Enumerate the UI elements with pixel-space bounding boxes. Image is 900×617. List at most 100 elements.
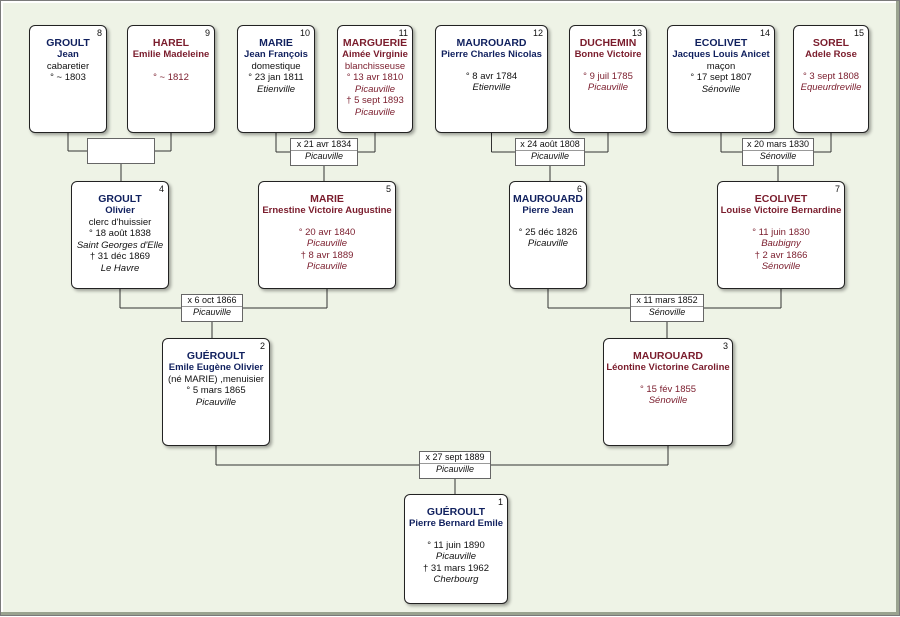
event-date: † 31 déc 1869 (89, 251, 151, 263)
event-date: ° 20 avr 1840 (298, 226, 356, 238)
person-detail: ° 17 sept 1807 (690, 72, 752, 84)
sosa-number: 9 (204, 28, 210, 38)
event-date: † 2 avr 1866 (754, 249, 808, 261)
marriage-place: Picauville (291, 150, 357, 162)
person-given-names: Aimée Virginie (342, 49, 408, 60)
person-detail: ° 23 jan 1811 (248, 72, 304, 84)
person-surname: GROULT (98, 193, 142, 205)
event-place: Baubigny (761, 238, 801, 250)
marriage-date: x 27 sept 1889 (425, 452, 485, 462)
person-given-names: Pierre Charles Nicolas (441, 49, 542, 60)
person-detail: cabaretier (46, 60, 90, 72)
event-place: Sénoville (761, 261, 801, 273)
person-surname: GUÉROULT (186, 350, 246, 362)
event-date: ° 18 août 1838 (89, 228, 151, 240)
event-place: Etienville (472, 82, 511, 94)
marriage-place: Picauville (420, 463, 490, 475)
event-place: Cherbourg (433, 574, 479, 586)
person-surname: ECOLIVET (754, 193, 808, 205)
person-given-names: Ernestine Victoire Augustine (262, 205, 392, 216)
person-detail: ° ~ 1803 (50, 72, 86, 84)
person-given-names: Pierre Bernard Emile (409, 518, 503, 529)
spacer (604, 374, 732, 384)
person-given-names: Pierre Jean (522, 205, 574, 216)
marriage-date: x 24 août 1808 (520, 139, 580, 149)
person-detail: ° ~ 1812 (153, 72, 189, 84)
event-date: ° 11 juin 1890 (427, 539, 485, 551)
sosa-number: 13 (631, 28, 642, 38)
event-place: Etienville (256, 83, 296, 95)
event-place: Picauville (527, 238, 569, 250)
event-place: Equeurdreville (800, 82, 862, 94)
event-date: ° 11 juin 1830 (752, 226, 810, 238)
event-date: ° 25 déc 1826 (518, 226, 578, 238)
sosa-number: 11 (398, 28, 408, 38)
person-given-names: Léontine Victorine Caroline (606, 362, 730, 373)
person-surname: HAREL (152, 37, 190, 49)
person-surname: MAUROUARD (633, 350, 703, 362)
sosa-number: 8 (96, 28, 102, 38)
event-place: Picauville (435, 551, 477, 563)
sosa-number: 2 (259, 341, 265, 351)
person-surname: MARIE (310, 193, 344, 205)
person-surname: GROULT (46, 37, 90, 49)
person-surname: SOREL (812, 37, 850, 49)
spacer (405, 530, 507, 540)
spacer (259, 217, 395, 227)
person-given-names: Louise Victoire Bernardine (720, 205, 842, 216)
event-place: Picauville (306, 238, 348, 250)
person-detail: ° 13 avr 1810 (346, 72, 404, 84)
event-date: ° 9 juil 1785 (583, 70, 633, 82)
person-given-names: Emilie Madeleine (132, 49, 210, 60)
event-place: Saint Georges d'Elle (76, 239, 164, 251)
event-date: † 5 sept 1893 (346, 95, 404, 107)
person-surname: ECOLIVET (694, 37, 748, 49)
marriage-place: Sénoville (631, 306, 703, 318)
sosa-number: 3 (722, 341, 728, 351)
event-place: Picauville (354, 106, 396, 118)
sosa-number: 7 (834, 184, 840, 194)
person-given-names: Emile Eugène Olivier (168, 362, 264, 373)
person-surname: GUÉROULT (426, 506, 486, 518)
spacer (718, 217, 844, 227)
person-detail: blanchisseuse (344, 60, 406, 72)
person-given-names: Jean (57, 49, 79, 60)
sosa-number: 14 (759, 28, 770, 38)
event-place: Picauville (587, 82, 629, 94)
marriage-place: Picauville (516, 150, 584, 162)
marriage-date: x 11 mars 1852 (636, 295, 698, 305)
marriage-date: x 20 mars 1830 (746, 139, 810, 149)
person-detail: (né MARIE) ,menuisier (167, 373, 265, 385)
person-detail: domestique (251, 60, 301, 72)
event-date: ° 15 fév 1855 (639, 383, 697, 395)
person-detail (128, 61, 214, 73)
event-date: † 8 avr 1889 (300, 249, 354, 261)
sosa-number: 5 (385, 184, 391, 194)
sosa-number: 15 (853, 28, 864, 38)
event-place: Picauville (354, 83, 396, 95)
marriage-box-m4[interactable] (87, 138, 155, 164)
person-surname: MARIE (259, 37, 293, 49)
